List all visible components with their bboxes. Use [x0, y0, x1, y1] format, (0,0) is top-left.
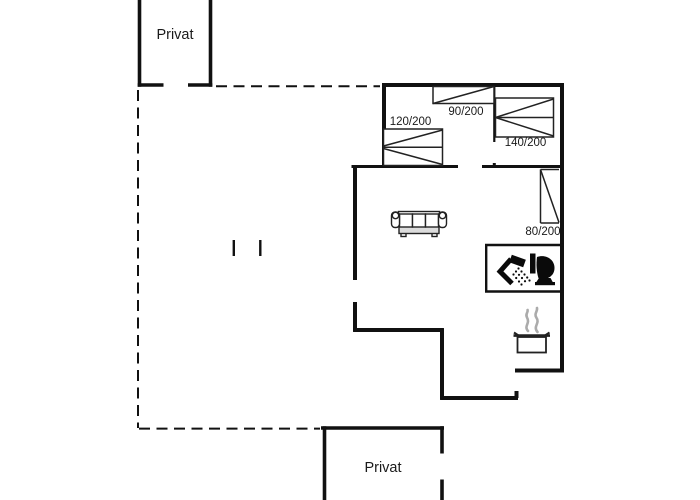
dashed-plot-boundary — [137, 85, 380, 430]
private-annex-bottom-walls — [321, 426, 444, 500]
bed-90x200 — [432, 85, 495, 105]
bed-120x200 — [382, 128, 444, 167]
bed-label-80x200: 80/200 — [525, 226, 561, 238]
room-label-private-bottom: Privat — [364, 460, 402, 476]
room-label-private-top: Privat — [156, 26, 194, 43]
bed-140x200 — [494, 97, 555, 138]
terrace-entrance-marks — [232, 240, 262, 256]
bed-label-90x200: 90/200 — [448, 105, 484, 118]
cooking-pot-icon — [513, 331, 551, 354]
toilet-icon — [530, 253, 555, 286]
steam-icon — [525, 306, 539, 334]
bed-label-140x200: 140/200 — [504, 137, 547, 149]
bed-label-120x200: 120/200 — [389, 116, 432, 128]
private-annex-top-walls — [137, 0, 213, 87]
bed-80x200 — [539, 168, 560, 224]
shower-icon — [496, 254, 531, 286]
sofa-icon — [390, 210, 448, 238]
bathroom-walls — [485, 243, 564, 293]
